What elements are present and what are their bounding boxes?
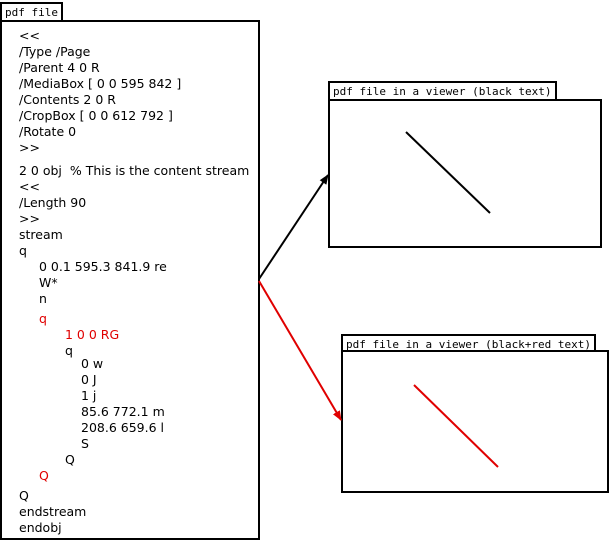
code-line: >>: [19, 211, 40, 226]
code-line: 85.6 772.1 m: [81, 404, 165, 419]
viewer-black-panel: [328, 99, 602, 248]
code-line: endobj: [19, 520, 62, 535]
code-line: W*: [39, 275, 58, 290]
arrow-to-red-viewer: [258, 280, 342, 421]
code-line: /Type /Page: [19, 44, 91, 59]
code-line: /CropBox [ 0 0 612 792 ]: [19, 108, 173, 123]
arrow-to-black-viewer: [258, 174, 329, 280]
viewer-red-panel: [341, 350, 609, 493]
code-line: 0 J: [81, 372, 97, 387]
code-line: Q: [19, 488, 29, 503]
source-panel: [0, 20, 260, 540]
code-line: q: [39, 311, 47, 326]
code-line: n: [39, 291, 47, 306]
code-line: endstream: [19, 504, 87, 519]
rendered-stroke-red: [413, 384, 499, 468]
code-line: /Rotate 0: [19, 124, 77, 139]
code-line: stream: [19, 227, 63, 242]
code-line: q: [19, 243, 27, 258]
code-line: S: [81, 436, 89, 451]
code-line: 208.6 659.6 l: [81, 420, 164, 435]
code-line: 0 0.1 595.3 841.9 re: [39, 259, 167, 274]
code-line: /Length 90: [19, 195, 87, 210]
code-line: /Contents 2 0 R: [19, 92, 116, 107]
code-line: Q: [65, 452, 75, 467]
code-line: /MediaBox [ 0 0 595 842 ]: [19, 76, 182, 91]
code-line: 1 0 0 RG: [65, 327, 120, 342]
code-line: <<: [19, 28, 40, 43]
rendered-stroke-black: [405, 131, 491, 214]
code-line: Q: [39, 468, 49, 483]
code-line: /Parent 4 0 R: [19, 60, 100, 75]
code-line: >>: [19, 140, 40, 155]
code-line: 2 0 obj % This is the content stream: [19, 163, 250, 178]
viewer-black-tab: pdf file in a viewer (black text): [328, 81, 557, 99]
code-line: 1 j: [81, 388, 97, 403]
code-line: q: [65, 343, 73, 358]
source-tab: pdf file: [0, 2, 63, 20]
code-line: 0 w: [81, 356, 104, 371]
code-line: <<: [19, 179, 40, 194]
viewer-red-tab: pdf file in a viewer (black+red text): [341, 334, 597, 352]
